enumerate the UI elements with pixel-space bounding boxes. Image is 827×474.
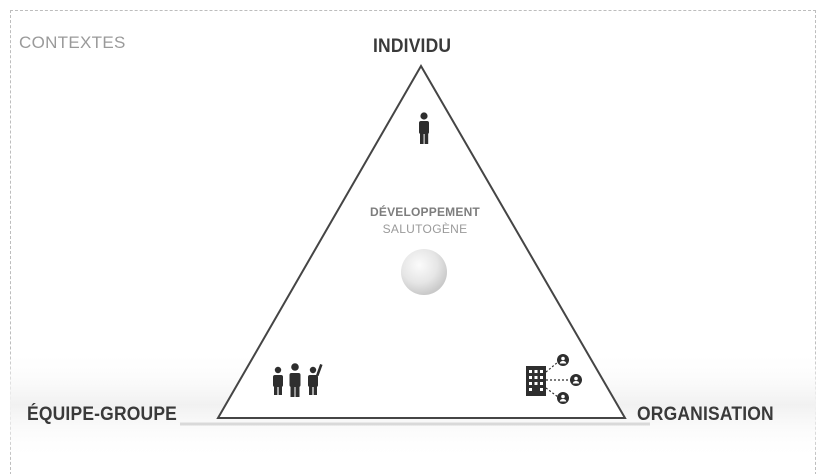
group-icon	[273, 363, 323, 397]
vertex-label-equipe-groupe: ÉQUIPE-GROUPE	[27, 404, 178, 425]
triangle-outline	[216, 64, 627, 419]
organization-network-icon	[526, 354, 582, 404]
center-title-line2: SALUTOGÈNE	[382, 222, 468, 236]
context-label: CONTEXTES	[19, 33, 126, 52]
vertex-label-organisation: ORGANISATION	[637, 404, 774, 425]
person-icon	[419, 112, 429, 144]
context-frame	[10, 10, 816, 474]
center-title-line1: DÉVELOPPEMENT	[370, 205, 480, 219]
sphere-icon	[401, 249, 447, 295]
vertex-label-individu: INDIVIDU	[373, 36, 452, 57]
